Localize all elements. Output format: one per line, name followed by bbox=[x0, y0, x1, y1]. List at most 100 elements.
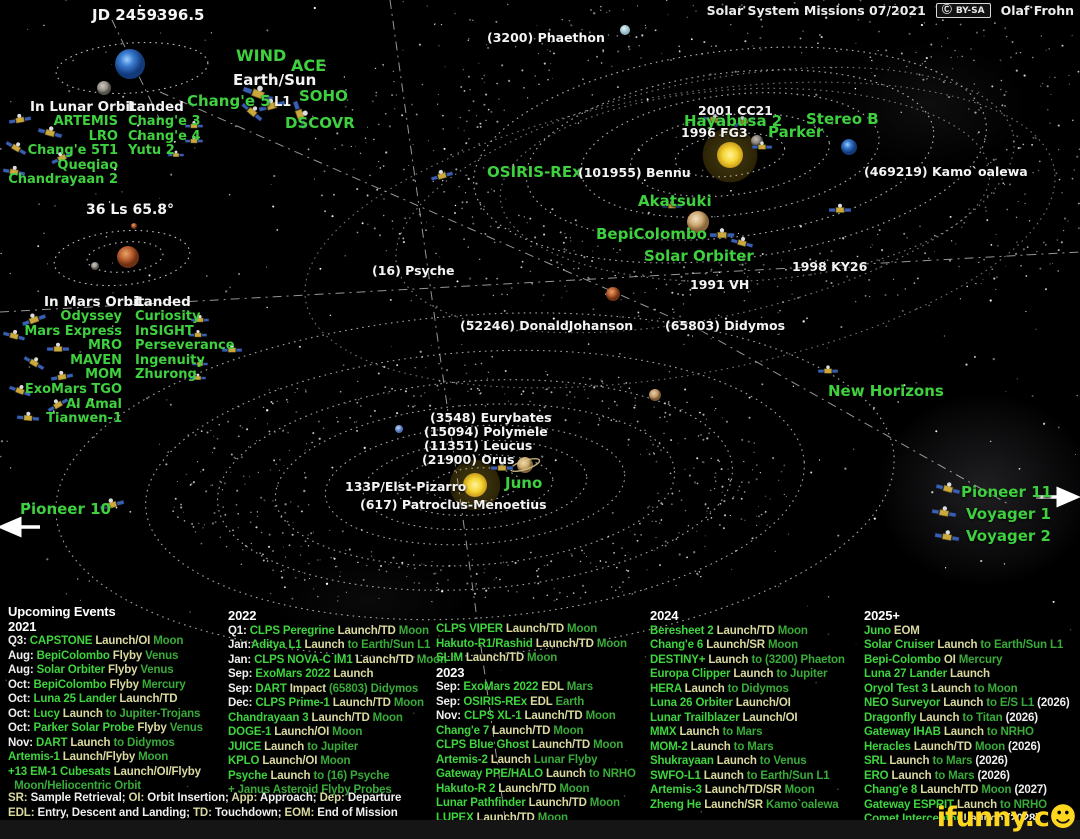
list-item: Chandrayaan 2 bbox=[8, 172, 118, 188]
event-line: Artemis-1 Launch/Flyby Moon bbox=[8, 751, 169, 763]
event-line: DOGE-1 Launch/OI Moon bbox=[228, 726, 363, 738]
event-line: Artemis-2 Launch Lunar Flyby bbox=[436, 753, 598, 766]
julian-date-label: JD 2459396.5 bbox=[92, 6, 205, 24]
event-line: Zheng He Launch/SR Kamo`oalewa bbox=[650, 798, 839, 811]
list-item: LRO bbox=[88, 128, 118, 144]
sun-outer-icon bbox=[463, 473, 487, 497]
list-item: Chang'e 4 bbox=[128, 128, 201, 144]
didymos-label: (65803) Didymos bbox=[665, 318, 786, 333]
patroclus-label: (617) Patroclus-Menoetius bbox=[360, 497, 547, 512]
event-line: +13 EM-1 Cubesats Launch/OI/Flyby bbox=[8, 765, 201, 778]
event-line: JUICE Launch to Jupiter bbox=[228, 740, 359, 753]
event-line: 2024 bbox=[650, 608, 679, 623]
event-line: SLIM Launch/TD Moon bbox=[436, 652, 558, 664]
list-item: Chang'e 3 bbox=[128, 114, 201, 129]
author-name: Olaf Frohn bbox=[1000, 3, 1074, 18]
event-line: Sep: ExoMars 2022 EDL Mars bbox=[436, 681, 593, 693]
event-line: CLPS VIPER Launch/TD Moon bbox=[436, 623, 598, 635]
voyager-1-label: Voyager 1 bbox=[966, 505, 1051, 523]
deimos-icon bbox=[131, 223, 137, 229]
ifunny-watermark: ifunny.c☻ bbox=[936, 802, 1077, 833]
event-line: KPLO Launch/OI Moon bbox=[228, 755, 351, 767]
donaldjohanson-label: (52246) DonaldJohanson bbox=[460, 318, 634, 333]
eurybates-label: (3548) Eurybates bbox=[430, 410, 552, 425]
parker-label: Parker bbox=[768, 123, 824, 141]
event-line: Lunar Pathfinder Launch/TD Moon bbox=[436, 797, 620, 809]
sun-icon bbox=[717, 142, 743, 168]
list-item: Yutu 2 bbox=[128, 143, 175, 159]
jupiter-icon bbox=[649, 389, 661, 401]
mars-orbit-title: In Mars Orbit bbox=[44, 294, 145, 310]
solar-orbiter-label: Solar Orbiter bbox=[644, 247, 754, 265]
event-line: Hakuto-R1/Rashid Launch/TD Moon bbox=[436, 637, 627, 650]
event-line: Chang'e 8 Launch/TD Moon (2027) bbox=[864, 784, 1047, 796]
pioneer-11-label: Pioneer 11 bbox=[961, 483, 1052, 501]
mars-landed-title: Landed bbox=[135, 294, 191, 310]
event-line: Moon/Heliocentric Orbit bbox=[8, 780, 141, 792]
polymele-label: (15094) Polymele bbox=[424, 424, 548, 439]
list-item: Al Amal bbox=[66, 396, 122, 412]
event-line: Psyche Launch to (16) Psyche bbox=[228, 769, 390, 782]
event-line: Gateway PPE/HALO Launch to NRHO bbox=[436, 768, 636, 780]
list-item: Curiosity bbox=[135, 309, 201, 324]
list-item: ARTEMIS bbox=[53, 114, 118, 129]
vh-label: 1991 VH bbox=[690, 277, 750, 292]
event-line: 2022 bbox=[228, 608, 257, 623]
abbreviations-legend: SR: Sample Retrieval; OI: Orbit Insertio… bbox=[8, 791, 401, 821]
list-item: Tianwen-1 bbox=[46, 411, 122, 427]
event-line: Gateway IHAB Launch to NRHO bbox=[864, 726, 1034, 738]
event-line: Heracles Launch/TD Moon (2026) bbox=[864, 740, 1041, 753]
poster-title: Solar System Missions 07/2021 bbox=[706, 3, 926, 18]
cc21-label: 2001 CC21 bbox=[698, 103, 773, 118]
event-line: Aug: Solar Orbiter Flyby Venus bbox=[8, 664, 174, 676]
fg3-label: 1996 FG3 bbox=[681, 125, 748, 140]
osiris-rex-label: OSIRIS-REx bbox=[487, 163, 582, 181]
list-item: Ingenuity bbox=[135, 352, 205, 368]
mars-season-label: 36 Ls 65.8° bbox=[86, 202, 175, 218]
cc-license-badge: Ⓒ BY-SA bbox=[935, 3, 991, 18]
event-line: Artemis-3 Launch/TD/SR Moon bbox=[650, 784, 815, 796]
event-line: Europa Clipper Launch to Jupiter bbox=[650, 668, 828, 680]
event-line: Oct: BepiColombo Flyby Mercury bbox=[8, 678, 186, 691]
list-item: Perseverance bbox=[135, 338, 235, 354]
change5-label: Chang'e 5 bbox=[187, 92, 271, 110]
event-line: NEO Surveyor Launch to E/S L1 (2026) bbox=[864, 697, 1070, 709]
akatsuki-label: Akatsuki bbox=[638, 192, 712, 210]
header: Solar System Missions 07/2021 Ⓒ BY-SA Ol… bbox=[707, 3, 1074, 18]
earth-inset-icon bbox=[115, 49, 145, 79]
event-line: Jan: CLPS NOVA-C IM1 Launch/TD Moon bbox=[228, 653, 447, 666]
pioneer-11-spacecraft-icon bbox=[935, 478, 963, 496]
event-line: Luna 26 Orbiter Launch/OI bbox=[650, 697, 791, 709]
event-line: Juno EOM bbox=[864, 624, 920, 637]
phaethon-label: (3200) Phaethon bbox=[487, 30, 605, 45]
event-line: Oct: Luna 25 Lander Launch/TD bbox=[8, 693, 178, 705]
event-line: Lunar Trailblazer Launch/OI bbox=[650, 711, 798, 724]
event-line: Oct: Parker Solar Probe Flyby Venus bbox=[8, 722, 203, 734]
earth-sun-label: Earth/Sun bbox=[233, 71, 317, 89]
event-line: Dragonfly Launch to Titan (2026) bbox=[864, 711, 1038, 724]
event-line: MMX Launch to Mars bbox=[650, 726, 763, 738]
kamooalewa-label: (469219) Kamo`oalewa bbox=[864, 164, 1028, 179]
uranus-icon bbox=[620, 25, 630, 35]
event-line: Chang'e 7 Launch/TD Moon bbox=[436, 724, 584, 737]
event-line: SR: Sample Retrieval; OI: Orbit Insertio… bbox=[8, 792, 402, 804]
event-line: 2023 bbox=[436, 664, 465, 680]
phobos-icon bbox=[91, 262, 99, 270]
list-item: Mars Express bbox=[24, 323, 122, 339]
event-line: HERA Launch to Didymos bbox=[650, 682, 789, 695]
event-line: DESTINY+ Launch to (3200) Phaeton bbox=[650, 653, 845, 666]
event-line: Luna 27 Lander Launch bbox=[864, 668, 990, 680]
list-item: Queqiao bbox=[57, 157, 118, 173]
hayabusa2-label: Hayabusa 2 bbox=[684, 112, 783, 130]
new-horizons-label: New Horizons bbox=[828, 382, 944, 400]
mars-icon bbox=[606, 287, 620, 301]
watermark-text: ifunny.c bbox=[936, 802, 1050, 833]
event-line: Q1: CLPS Peregrine Launch/TD Moon bbox=[228, 624, 429, 637]
mercury-icon bbox=[751, 135, 763, 147]
